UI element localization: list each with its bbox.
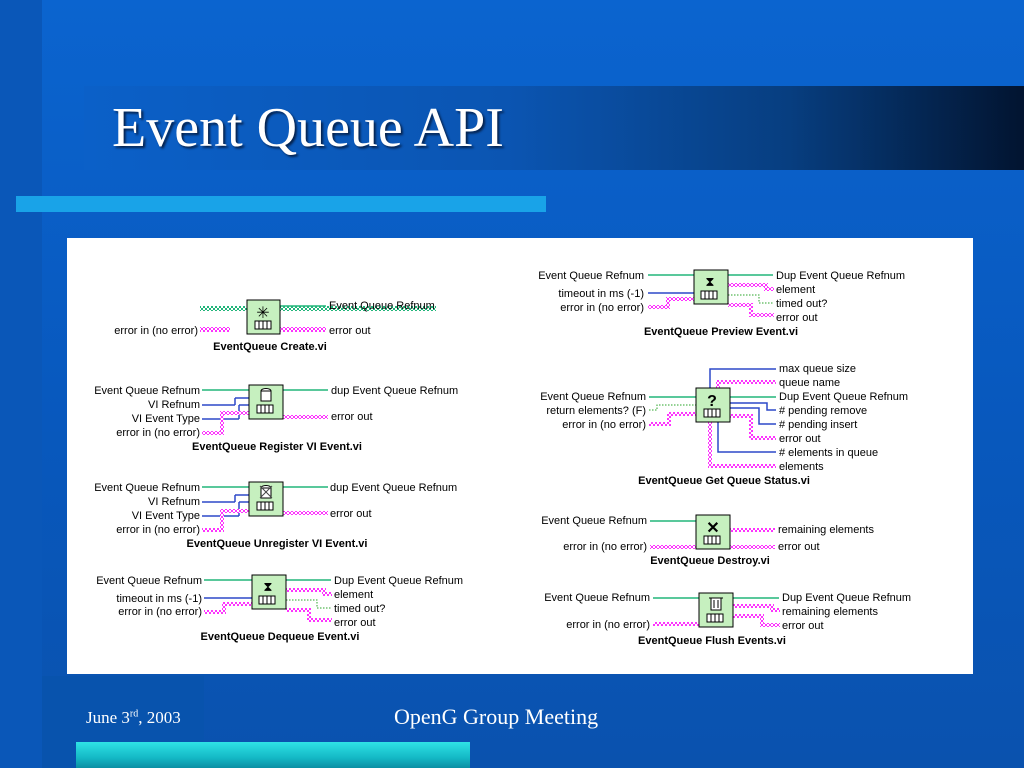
vi-name: EventQueue Dequeue Event.vi xyxy=(201,631,360,643)
terminal-label: Event Queue Refnum xyxy=(540,391,646,403)
terminal-label: # elements in queue xyxy=(779,447,878,459)
vi-name: EventQueue Register VI Event.vi xyxy=(192,441,362,453)
footer-meeting: OpenG Group Meeting xyxy=(394,704,599,729)
terminal-label: Event Queue Refnum xyxy=(544,592,650,604)
footer-date-sup: rd xyxy=(129,708,139,720)
svg-text:⧗: ⧗ xyxy=(705,274,714,289)
terminal-label: VI Refnum xyxy=(148,399,200,411)
terminal-label: error in (no error) xyxy=(563,541,647,553)
slide-title: Event Queue API xyxy=(112,97,504,159)
accent-rule xyxy=(16,196,546,212)
terminal-label: error out xyxy=(334,617,376,629)
terminal-label: elements xyxy=(779,461,824,473)
error-wire xyxy=(200,327,230,332)
terminal-label: error in (no error) xyxy=(114,325,198,337)
error-wire xyxy=(280,327,326,332)
title-band xyxy=(84,86,1024,170)
terminal-label: # pending insert xyxy=(779,419,857,431)
terminal-label: return elements? (F) xyxy=(546,405,646,417)
footer-accent-bar xyxy=(76,742,470,768)
footer-date-suffix: , 2003 xyxy=(138,708,181,727)
terminal-label: error out xyxy=(776,312,818,324)
terminal-label: Dup Event Queue Refnum xyxy=(782,592,911,604)
vi-dequeue: ⧗ Event Queue Refnum timeout in ms (-1) … xyxy=(96,574,463,643)
terminal-label: Event Queue Refnum xyxy=(329,300,435,312)
terminal-label: Dup Event Queue Refnum xyxy=(334,575,463,587)
vi-name: EventQueue Unregister VI Event.vi xyxy=(187,538,368,550)
terminal-label: VI Event Type xyxy=(132,413,200,425)
terminal-label: # pending remove xyxy=(779,405,867,417)
terminal-label: remaining elements xyxy=(778,524,874,536)
terminal-label: Dup Event Queue Refnum xyxy=(776,270,905,282)
terminal-label: timeout in ms (-1) xyxy=(558,288,644,300)
svg-text:✳: ✳ xyxy=(256,305,269,322)
terminal-label: Event Queue Refnum xyxy=(96,575,202,587)
connector-panes-diagram: ✳ error in (no error) Event Queue Refnum… xyxy=(94,269,911,647)
terminal-label: dup Event Queue Refnum xyxy=(330,482,457,494)
terminal-label: element xyxy=(334,589,373,601)
terminal-label: timed out? xyxy=(334,603,385,615)
terminal-label: error in (no error) xyxy=(116,524,200,536)
terminal-label: error in (no error) xyxy=(562,419,646,431)
vi-register: Event Queue Refnum VI Refnum VI Event Ty… xyxy=(94,384,458,453)
svg-text:?: ? xyxy=(707,393,717,410)
terminal-label: Dup Event Queue Refnum xyxy=(779,391,908,403)
terminal-label: Event Queue Refnum xyxy=(541,515,647,527)
connector-panes-panel: ✳ error in (no error) Event Queue Refnum… xyxy=(67,238,973,674)
vi-preview: ⧗ Event Queue Refnum timeout in ms (-1) … xyxy=(538,269,905,338)
footer-date-prefix: June 3 xyxy=(86,708,130,727)
terminal-label: Event Queue Refnum xyxy=(94,385,200,397)
vi-name: EventQueue Create.vi xyxy=(213,341,327,353)
terminal-label: element xyxy=(776,284,815,296)
svg-text:⧗: ⧗ xyxy=(263,579,272,594)
terminal-label: error out xyxy=(782,620,824,632)
terminal-label: error out xyxy=(331,411,373,423)
terminal-label: queue name xyxy=(779,377,840,389)
terminal-label: max queue size xyxy=(779,363,856,375)
refnum-wire xyxy=(200,306,436,311)
terminal-label: error in (no error) xyxy=(566,619,650,631)
terminal-label: Event Queue Refnum xyxy=(538,270,644,282)
terminal-label: timed out? xyxy=(776,298,827,310)
vi-flush: Event Queue Refnum error in (no error) D… xyxy=(544,592,911,647)
left-stripe xyxy=(0,0,42,768)
vi-destroy: ✕ Event Queue Refnum error in (no error)… xyxy=(541,514,874,567)
vi-name: EventQueue Destroy.vi xyxy=(650,555,770,567)
vi-name: EventQueue Get Queue Status.vi xyxy=(638,475,810,487)
footer-date: June 3rd, 2003 xyxy=(86,708,181,728)
terminal-label: timeout in ms (-1) xyxy=(116,593,202,605)
vi-unregister: Event Queue Refnum VI Refnum VI Event Ty… xyxy=(94,481,457,550)
terminal-label: VI Refnum xyxy=(148,496,200,508)
vi-get-queue-status: ? Event Queue Refnum return elements? (F… xyxy=(540,363,908,487)
vi-name: EventQueue Preview Event.vi xyxy=(644,326,798,338)
terminal-label: error out xyxy=(329,325,371,337)
terminal-label: remaining elements xyxy=(782,606,878,618)
vi-create: ✳ error in (no error) Event Queue Refnum… xyxy=(114,299,436,353)
terminal-label: Event Queue Refnum xyxy=(94,482,200,494)
terminal-label: error in (no error) xyxy=(560,302,644,314)
terminal-label: dup Event Queue Refnum xyxy=(331,385,458,397)
terminal-label: error in (no error) xyxy=(116,427,200,439)
terminal-label: error out xyxy=(779,433,821,445)
vi-name: EventQueue Flush Events.vi xyxy=(638,635,786,647)
terminal-label: error out xyxy=(330,508,372,520)
terminal-label: VI Event Type xyxy=(132,510,200,522)
terminal-label: error in (no error) xyxy=(118,606,202,618)
terminal-label: error out xyxy=(778,541,820,553)
svg-text:✕: ✕ xyxy=(706,520,719,537)
